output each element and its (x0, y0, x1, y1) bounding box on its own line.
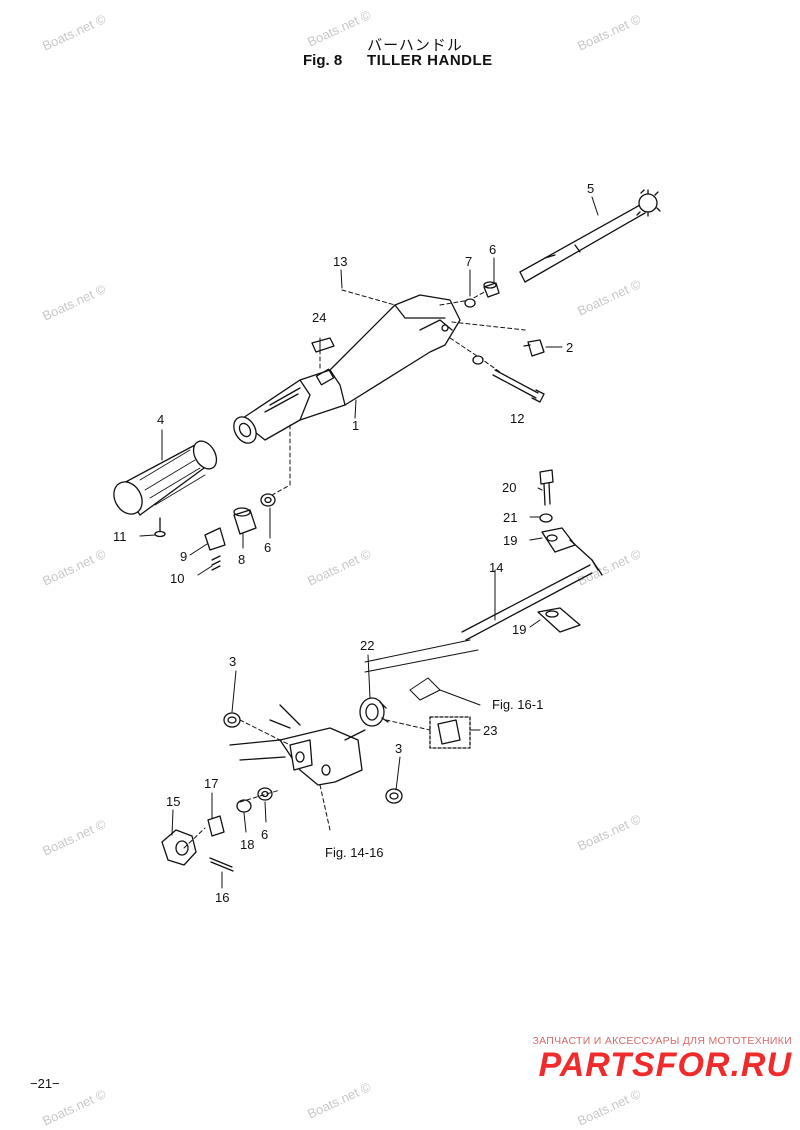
callout-19: 19 (512, 622, 526, 637)
bolt-part (472, 355, 545, 403)
callout-23: 23 (483, 723, 497, 738)
figure-title-row: Fig. 8 TILLER HANDLE (0, 52, 800, 72)
brand-tagline: ЗАПЧАСТИ И АКСЕССУАРЫ ДЛЯ МОТОТЕХНИКИ (532, 1035, 792, 1047)
bushing-part (260, 493, 276, 507)
callout-22: 22 (360, 638, 374, 653)
bushing-part (429, 716, 471, 749)
throttle-shaft-part (519, 189, 661, 283)
collar-part (207, 815, 225, 837)
callout-9: 9 (180, 549, 187, 564)
clip-part (204, 527, 226, 551)
callout-18: 18 (240, 837, 254, 852)
callout-24: 24 (312, 310, 326, 325)
link-joint-part (537, 607, 581, 633)
fig-16-1-reference: Fig. 16-1 (492, 697, 543, 712)
throttle-grip-part (113, 440, 218, 516)
callout-7: 7 (465, 254, 472, 269)
callout-labels: 5 6 7 13 24 2 12 1 4 11 9 10 8 6 20 21 1… (113, 181, 594, 905)
figure-name: TILLER HANDLE (367, 52, 493, 69)
link-joint-part (541, 527, 599, 571)
pin-part (209, 857, 234, 872)
tiller-arm-part (233, 294, 461, 444)
callout-14: 14 (489, 560, 503, 575)
bolt-part (385, 788, 403, 804)
callout-8: 8 (238, 552, 245, 567)
bolt-part (223, 712, 241, 728)
callout-20: 20 (502, 480, 516, 495)
callout-5: 5 (587, 181, 594, 196)
callout-11: 11 (113, 529, 127, 544)
callout-16: 16 (215, 890, 229, 905)
grommet-part (359, 697, 389, 727)
page-number: −21− (30, 1076, 60, 1091)
callout-19: 19 (503, 533, 517, 548)
collar-part (233, 507, 257, 535)
spring-part (211, 555, 221, 571)
callout-3: 3 (395, 741, 402, 756)
callout-10: 10 (170, 571, 184, 586)
bolt-part (539, 469, 554, 506)
link-rod-part (461, 559, 603, 641)
callout-15: 15 (166, 794, 180, 809)
callout-12: 12 (510, 411, 524, 426)
callout-3: 3 (229, 654, 236, 669)
brand-logo: PARTSFOR.RU (538, 1046, 792, 1084)
screw-part (154, 517, 166, 538)
callout-2: 2 (566, 340, 573, 355)
figure-title-japanese: バーハンドル (367, 36, 463, 54)
bushing-part (257, 787, 273, 801)
callout-6: 6 (261, 827, 268, 842)
callout-6: 6 (264, 540, 271, 555)
nut-part (483, 281, 500, 298)
figure-number: Fig. 8 (303, 52, 343, 69)
callout-17: 17 (204, 776, 218, 791)
plate-part (311, 337, 335, 353)
washer-part (236, 799, 252, 813)
callout-1: 1 (352, 418, 359, 433)
fig-14-16-reference: Fig. 14-16 (325, 845, 384, 860)
callout-21: 21 (503, 510, 517, 525)
callout-6: 6 (489, 242, 496, 257)
washer-part (539, 513, 553, 523)
callout-13: 13 (333, 254, 347, 269)
washer-part (464, 298, 476, 308)
knob-part (161, 829, 197, 866)
callout-4: 4 (157, 412, 164, 427)
pin-part (523, 339, 545, 357)
bracket-body (229, 704, 366, 786)
